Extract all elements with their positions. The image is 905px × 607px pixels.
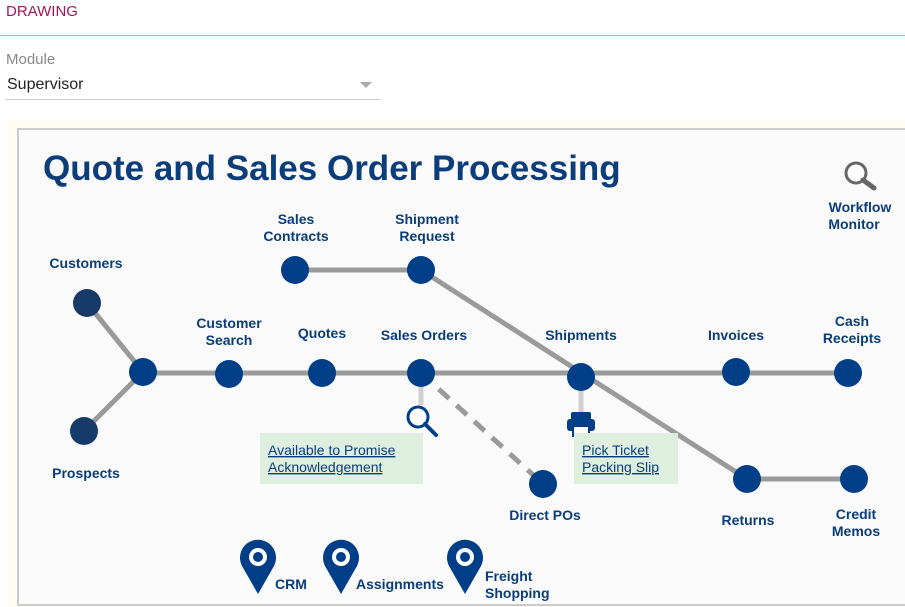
- node-credit-memos[interactable]: [840, 465, 868, 493]
- node-sales-orders[interactable]: [407, 359, 435, 387]
- node-sales-contracts[interactable]: [281, 256, 309, 284]
- label-invoices: Invoices: [708, 327, 764, 343]
- label-prospects: Prospects: [52, 465, 120, 481]
- module-label: Module: [6, 51, 56, 68]
- pick-link-box: [574, 433, 678, 484]
- node-cash-receipts[interactable]: [834, 359, 862, 387]
- printer-icon[interactable]: [567, 412, 595, 437]
- label-shipments: Shipments: [545, 327, 617, 343]
- line-customers: [85, 301, 145, 374]
- label-assignments: Assignments: [356, 576, 444, 592]
- assignments-button[interactable]: Assignments: [323, 539, 444, 594]
- chevron-down-icon: [360, 82, 372, 88]
- node-direct-pos[interactable]: [529, 470, 557, 498]
- map-pin-icon: [323, 539, 359, 594]
- module-value: Supervisor: [7, 76, 84, 93]
- node-customer-search[interactable]: [215, 360, 243, 388]
- label-quotes: Quotes: [298, 325, 346, 341]
- node-returns[interactable]: [733, 465, 761, 493]
- magnifier-icon: [844, 161, 877, 191]
- label-sales-orders: Sales Orders: [381, 327, 468, 343]
- drawing-panel: [17, 128, 905, 606]
- line-direct-pos: [419, 371, 545, 486]
- node-invoices[interactable]: [722, 358, 750, 386]
- divider: [0, 35, 905, 36]
- map-pin-icon: [447, 539, 483, 594]
- label-customers: Customers: [49, 255, 122, 271]
- diagram-title: Quote and Sales Order Processing: [43, 149, 621, 188]
- map-pin-icon: [240, 539, 276, 594]
- atp-link-box: [260, 433, 423, 484]
- node-shipment-request[interactable]: [407, 256, 435, 284]
- module-select[interactable]: Supervisor: [5, 73, 380, 100]
- node-customers[interactable]: [73, 289, 101, 317]
- label-returns: Returns: [722, 512, 775, 528]
- node-quotes[interactable]: [308, 359, 336, 387]
- node-hub: [129, 358, 157, 386]
- search-icon[interactable]: [406, 405, 438, 437]
- label-direct-pos: Direct POs: [509, 507, 581, 523]
- node-prospects[interactable]: [70, 417, 98, 445]
- label-crm: CRM: [275, 576, 307, 592]
- section-title: DRAWING: [6, 3, 78, 20]
- crm-button[interactable]: CRM: [240, 539, 307, 594]
- node-shipments[interactable]: [567, 363, 595, 391]
